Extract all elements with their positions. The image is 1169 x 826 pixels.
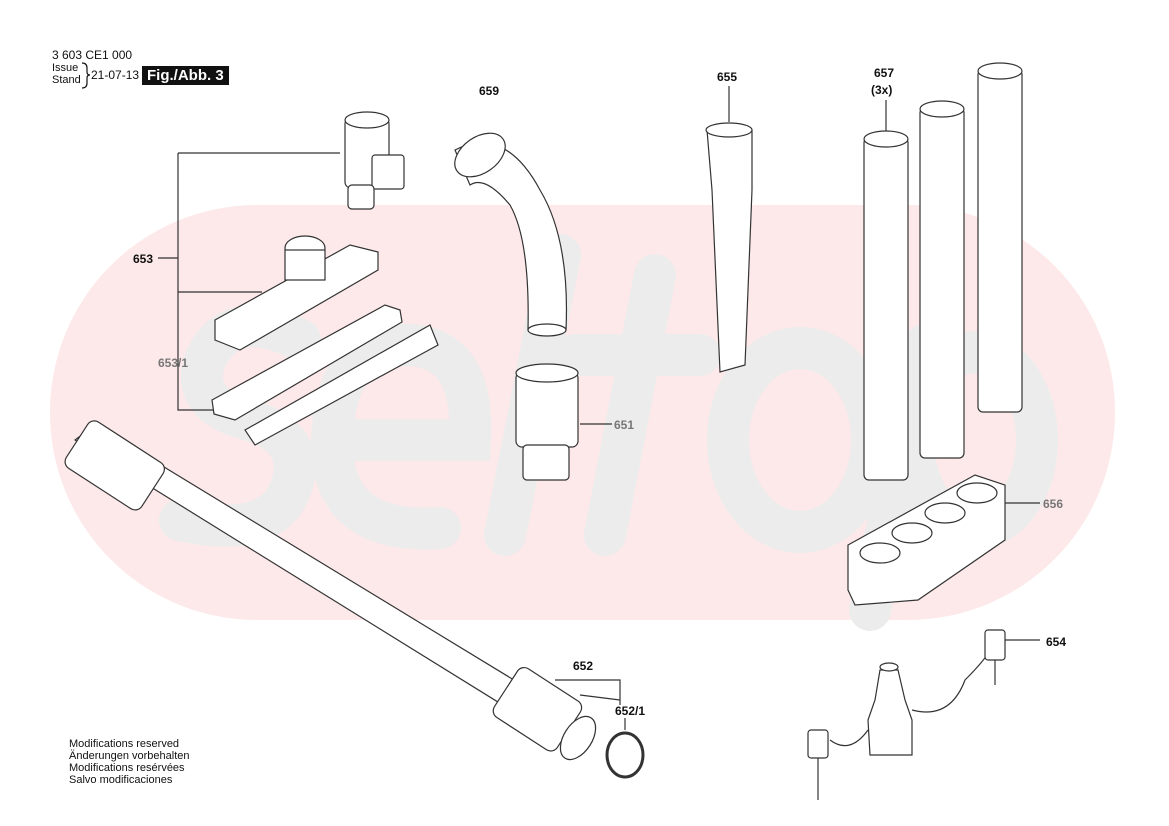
issue-label: Issue	[52, 62, 79, 74]
label-655: 655	[717, 70, 738, 84]
brace-icon	[81, 62, 91, 89]
label-656: 656	[1043, 497, 1064, 511]
part-655-crevice-nozzle	[705, 86, 753, 373]
stand-label: Stand	[52, 74, 81, 86]
part-number: 3 603 CE1 000	[52, 48, 133, 62]
part-657-extension-tubes	[863, 62, 1023, 481]
issue-stand-labels: Issue Stand	[52, 62, 81, 86]
part-659-bend-pipe	[454, 132, 568, 337]
issue-date: 21-07-13	[91, 68, 140, 82]
part-653-floor-nozzle	[214, 235, 379, 351]
label-652-1: 652/1	[615, 704, 646, 718]
figure-label: Fig./Abb. 3	[142, 66, 229, 85]
part-653-adapter	[344, 111, 405, 210]
label-657-qty: (3x)	[871, 83, 893, 97]
part-651-connector	[515, 363, 612, 481]
part-654-inflator-adapters	[807, 629, 1040, 800]
note-de: Änderungen vorbehalten	[69, 750, 190, 762]
modification-notes: Modifications reserved Änderungen vorbeh…	[69, 738, 189, 786]
label-652: 652	[573, 659, 594, 673]
label-651: 651	[614, 418, 635, 432]
note-es: Salvo modificaciones	[69, 774, 173, 786]
note-en: Modifications reserved	[69, 738, 180, 750]
label-654: 654	[1046, 635, 1067, 649]
label-653-1: 653/1	[158, 356, 189, 370]
part-652-1-clip	[605, 718, 645, 779]
label-657: 657	[874, 66, 895, 80]
part-656-tube-holder	[847, 474, 1040, 606]
part-652-hose	[64, 420, 621, 761]
note-fr: Modifications resérvées	[69, 762, 185, 774]
leader-653	[158, 152, 340, 411]
part-653-1-brush-insert	[211, 304, 439, 446]
label-653: 653	[133, 252, 154, 266]
label-659: 659	[479, 84, 500, 98]
